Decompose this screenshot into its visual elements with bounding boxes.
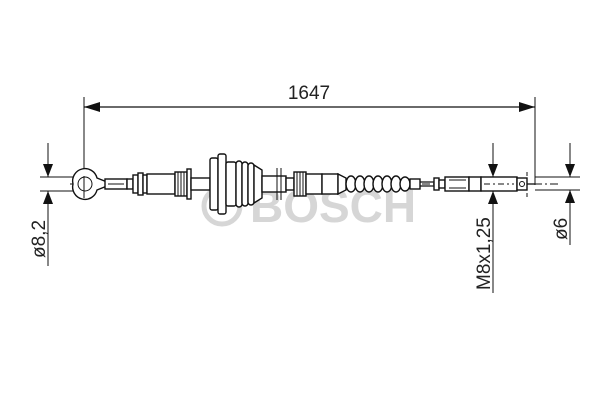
right-diameter-dimension: ø6 bbox=[535, 143, 580, 245]
arrow-down-icon bbox=[43, 164, 53, 177]
thread-dimension: M8x1,25 bbox=[474, 143, 498, 293]
eye-terminal bbox=[71, 167, 128, 201]
ferrule bbox=[126, 168, 192, 200]
rubber-boot bbox=[209, 153, 287, 215]
thread-label: M8x1,25 bbox=[474, 217, 495, 290]
bellows-sleeve bbox=[345, 175, 421, 193]
length-break-marks bbox=[276, 168, 282, 200]
right-diameter-label: ø6 bbox=[551, 218, 572, 240]
arrow-up-icon bbox=[565, 190, 575, 203]
overall-length-label: 1647 bbox=[288, 83, 330, 104]
arrow-down-icon bbox=[565, 164, 575, 177]
overall-length-dimension: 1647 bbox=[83, 83, 536, 185]
left-diameter-label: ø8,2 bbox=[29, 220, 50, 258]
left-diameter-dimension: ø8,2 bbox=[29, 143, 76, 266]
cable-assembly bbox=[70, 153, 560, 215]
arrow-down-icon bbox=[488, 164, 498, 177]
arrow-up-icon bbox=[488, 191, 498, 204]
arrow-up-icon bbox=[43, 191, 53, 204]
arrow-right-icon bbox=[519, 102, 535, 112]
arrow-left-icon bbox=[84, 102, 100, 112]
threaded-terminal bbox=[433, 172, 535, 200]
